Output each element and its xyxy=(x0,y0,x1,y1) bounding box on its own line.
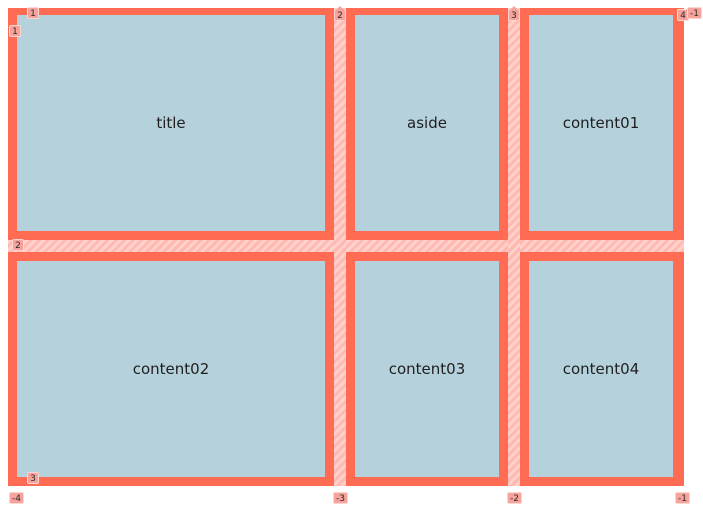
grid-gap-column-2 xyxy=(508,8,520,486)
line-badge-bottom-1: -1 xyxy=(675,492,690,504)
line-badge-top-2: 2 xyxy=(334,9,346,21)
grid-item-content02: content02 xyxy=(17,261,325,477)
line-badge-bottom-4: -4 xyxy=(9,492,24,504)
grid-item-content03: content03 xyxy=(355,261,499,477)
grid-item-title: title xyxy=(17,15,325,231)
line-badge-bottom-3: -3 xyxy=(333,492,348,504)
line-badge-top-3: 3 xyxy=(508,9,520,21)
line-badge-bottom-2: -2 xyxy=(507,492,522,504)
line-badge-left-2: 2 xyxy=(12,239,24,251)
line-badge-left-1: 1 xyxy=(9,25,21,37)
line-badge-top-right-negative: -1 xyxy=(687,7,702,19)
line-badge-left-3: 3 xyxy=(27,472,39,484)
grid-item-aside: aside xyxy=(355,15,499,231)
grid-item-content04: content04 xyxy=(529,261,673,477)
line-badge-top-1: 1 xyxy=(27,7,39,19)
grid-item-label: content01 xyxy=(562,114,640,132)
grid-gap-column-1 xyxy=(334,8,346,486)
grid-item-label: content03 xyxy=(388,360,466,378)
grid-item-label: aside xyxy=(407,114,447,132)
grid-item-label: title xyxy=(156,114,186,132)
grid-item-label: content02 xyxy=(132,360,210,378)
grid-item-label: content04 xyxy=(562,360,640,378)
grid-gap-row xyxy=(8,240,684,252)
grid-item-content01: content01 xyxy=(529,15,673,231)
